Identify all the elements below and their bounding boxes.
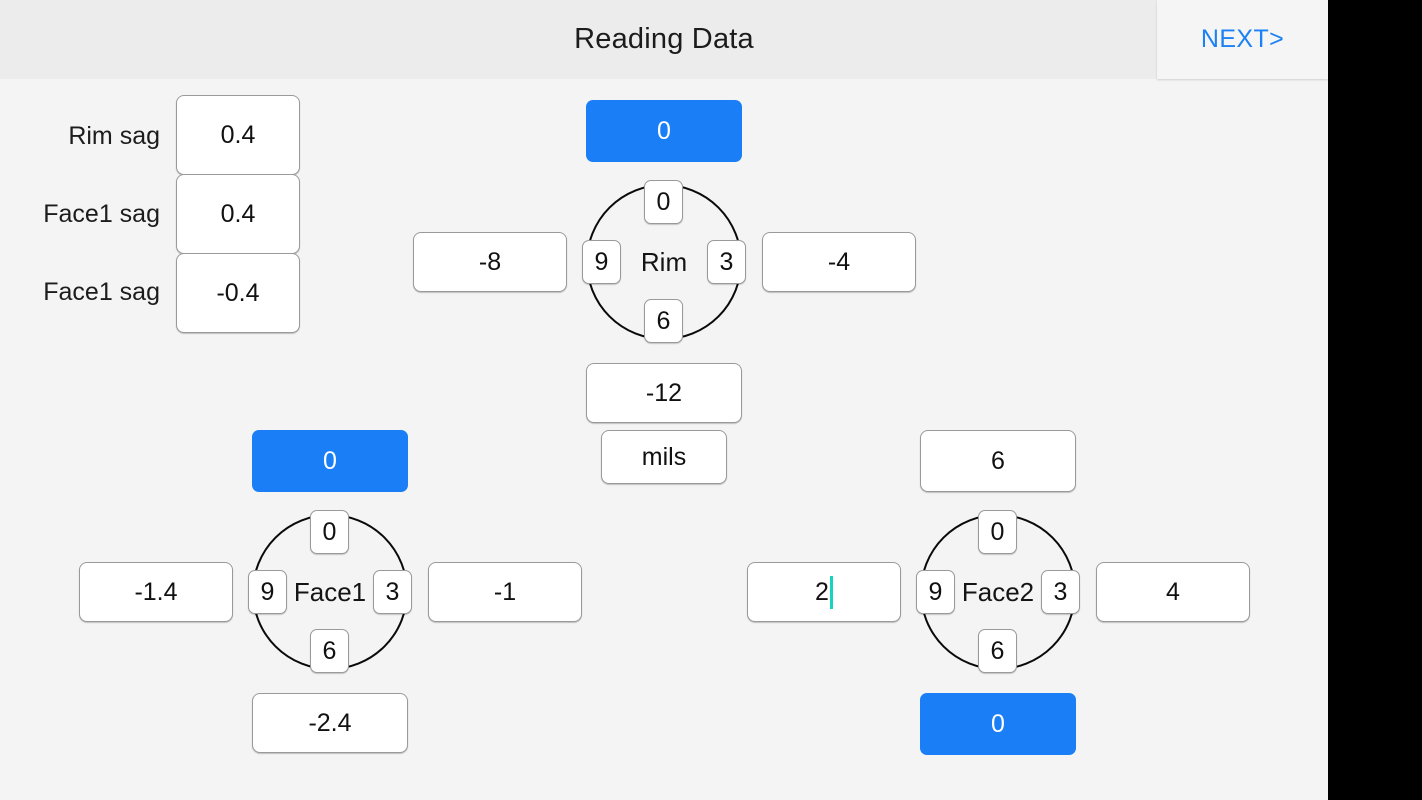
dial-rim-clock-6[interactable]: 6 [644, 299, 683, 343]
dial-face2-clock-6[interactable]: 6 [978, 629, 1017, 673]
face2-reading-top[interactable]: 6 [920, 430, 1076, 492]
android-navigation-bar [1328, 0, 1422, 800]
rim-reading-top[interactable]: 0 [586, 100, 742, 162]
rim-reading-left[interactable]: -8 [413, 232, 567, 292]
face1-reading-right[interactable]: -1 [428, 562, 582, 622]
dial-face1-clock-9[interactable]: 9 [248, 570, 287, 614]
face1-reading-top[interactable]: 0 [252, 430, 408, 492]
sag-value-rim[interactable]: 0.4 [176, 95, 300, 175]
face2-reading-bottom[interactable]: 0 [920, 693, 1076, 755]
dial-rim-clock-0[interactable]: 0 [644, 180, 683, 224]
rim-reading-right[interactable]: -4 [762, 232, 916, 292]
app-header: Reading Data NEXT> [0, 0, 1328, 79]
sag-label-rim: Rim sag [68, 122, 160, 150]
dial-face2: Face2 0 3 6 9 [916, 510, 1080, 673]
sag-label-face1-b: Face1 sag [43, 278, 160, 306]
text-caret [829, 575, 833, 609]
dial-face2-clock-9[interactable]: 9 [916, 570, 955, 614]
units-field[interactable]: mils [601, 430, 727, 484]
face2-reading-left[interactable]: 2 [747, 562, 901, 622]
face2-reading-right[interactable]: 4 [1096, 562, 1250, 622]
rim-reading-bottom[interactable]: -12 [586, 363, 742, 423]
dial-face1: Face1 0 3 6 9 [248, 510, 412, 673]
face1-reading-left[interactable]: -1.4 [79, 562, 233, 622]
dial-rim-label: Rim [640, 247, 688, 277]
dial-rim: Rim 0 3 6 9 [582, 180, 746, 343]
dial-face1-clock-6[interactable]: 6 [310, 629, 349, 673]
sag-value-face1-b[interactable]: -0.4 [176, 253, 300, 333]
dial-face2-label: Face2 [961, 577, 1035, 607]
dial-face1-clock-3[interactable]: 3 [373, 570, 412, 614]
dial-rim-clock-3[interactable]: 3 [707, 240, 746, 284]
sag-value-face1-a[interactable]: 0.4 [176, 174, 300, 254]
dial-face2-clock-3[interactable]: 3 [1041, 570, 1080, 614]
dial-face1-clock-0[interactable]: 0 [310, 510, 349, 554]
next-button[interactable]: NEXT> [1157, 0, 1328, 79]
page-title: Reading Data [574, 23, 754, 55]
dial-face1-label: Face1 [293, 577, 367, 607]
sag-label-face1-a: Face1 sag [43, 200, 160, 228]
face2-reading-left-text: 2 [815, 577, 829, 606]
face1-reading-bottom[interactable]: -2.4 [252, 693, 408, 753]
app-screen: Reading Data NEXT> Rim sag 0.4 Face1 sag… [0, 0, 1328, 800]
dial-rim-clock-9[interactable]: 9 [582, 240, 621, 284]
next-button-label: NEXT> [1200, 25, 1285, 53]
dial-face2-clock-0[interactable]: 0 [978, 510, 1017, 554]
